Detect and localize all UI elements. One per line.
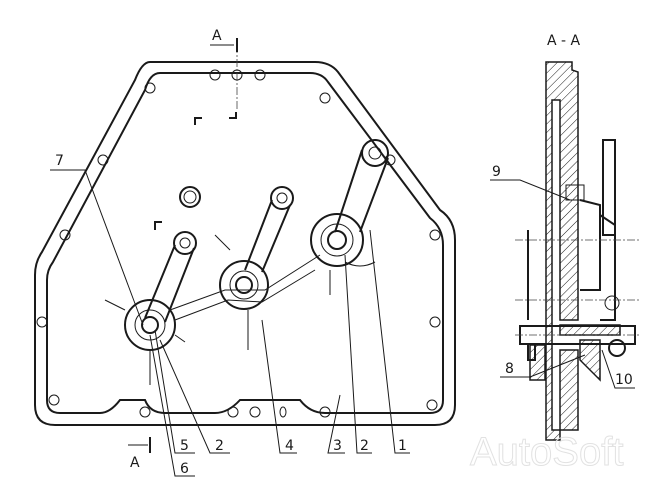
- svg-text:1: 1: [398, 438, 407, 454]
- svg-text:9: 9: [492, 164, 501, 180]
- svg-text:A: A: [130, 455, 140, 471]
- svg-text:3: 3: [333, 438, 342, 454]
- svg-text:5: 5: [180, 438, 189, 454]
- section-view-title: A - A: [547, 33, 581, 49]
- watermark: AutoSoft: [470, 430, 623, 474]
- shift-lever-1: [104, 231, 197, 385]
- svg-text:2: 2: [360, 438, 369, 454]
- section-mark-top: A: [210, 28, 238, 52]
- section-mark-bottom: A: [128, 437, 151, 471]
- svg-text:4: 4: [285, 438, 294, 454]
- bolt-holes: [36, 69, 441, 418]
- callouts-main: 7 5 6 2 4 3 2 1: [55, 153, 407, 477]
- housing-plate: [34, 61, 456, 426]
- callouts-section: 9 8 10: [492, 164, 633, 388]
- shift-lever-3: [310, 139, 389, 295]
- section-view: A - A: [515, 33, 640, 441]
- svg-text:6: 6: [180, 461, 189, 477]
- svg-text:7: 7: [55, 153, 64, 169]
- rod-link: [169, 254, 321, 321]
- svg-text:A: A: [212, 28, 222, 44]
- svg-text:2: 2: [215, 438, 224, 454]
- shift-lever-2: [214, 186, 294, 350]
- svg-text:8: 8: [505, 361, 514, 377]
- svg-text:10: 10: [615, 372, 633, 388]
